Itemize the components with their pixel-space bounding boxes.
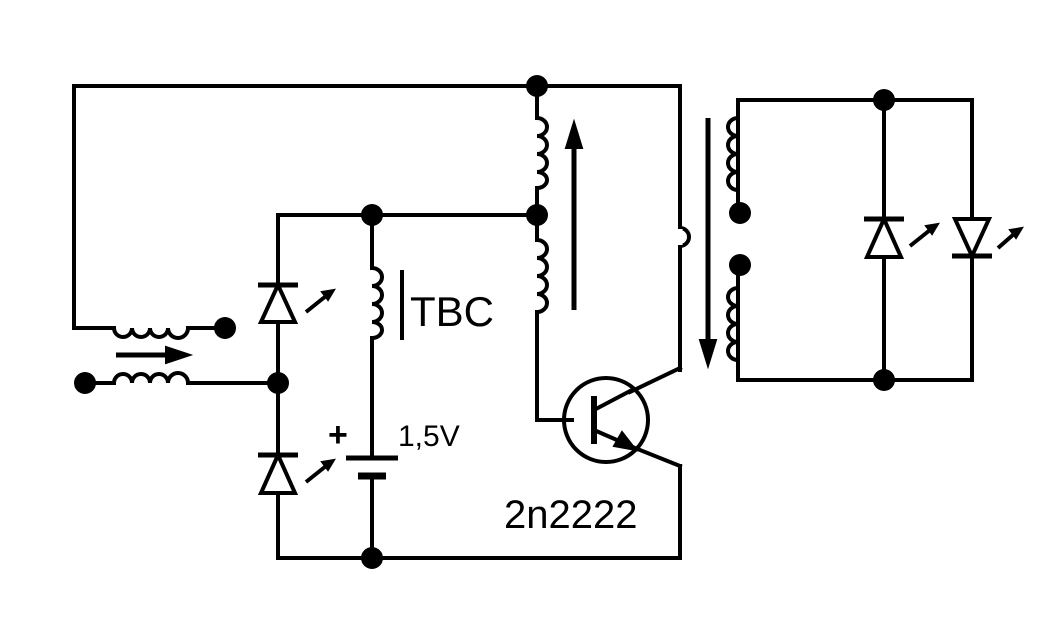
center-coil-upper [535,116,549,190]
output-coil-upper [726,116,740,192]
polarity-label: + [328,416,348,454]
transistor-label: 2n2222 [504,493,637,537]
voltage-label: 1,5V [398,420,460,453]
led-right-2 [951,217,1024,261]
transistor-2n2222 [562,376,650,464]
input-coil-bottom [112,371,190,385]
led-left-upper [257,280,336,324]
current-arrows [116,118,718,370]
core-label: TBC [410,288,494,335]
coils [112,116,740,385]
output-coil-lower [726,286,740,362]
junction-nodes [74,75,895,569]
wires [72,84,974,560]
center-coil-lower [535,238,549,314]
led-left-lower [257,450,336,495]
led-right-1 [863,214,940,259]
wire-crossover [678,226,691,248]
input-coil-top [112,326,190,340]
tbc-coil [370,266,384,340]
battery [346,455,398,480]
